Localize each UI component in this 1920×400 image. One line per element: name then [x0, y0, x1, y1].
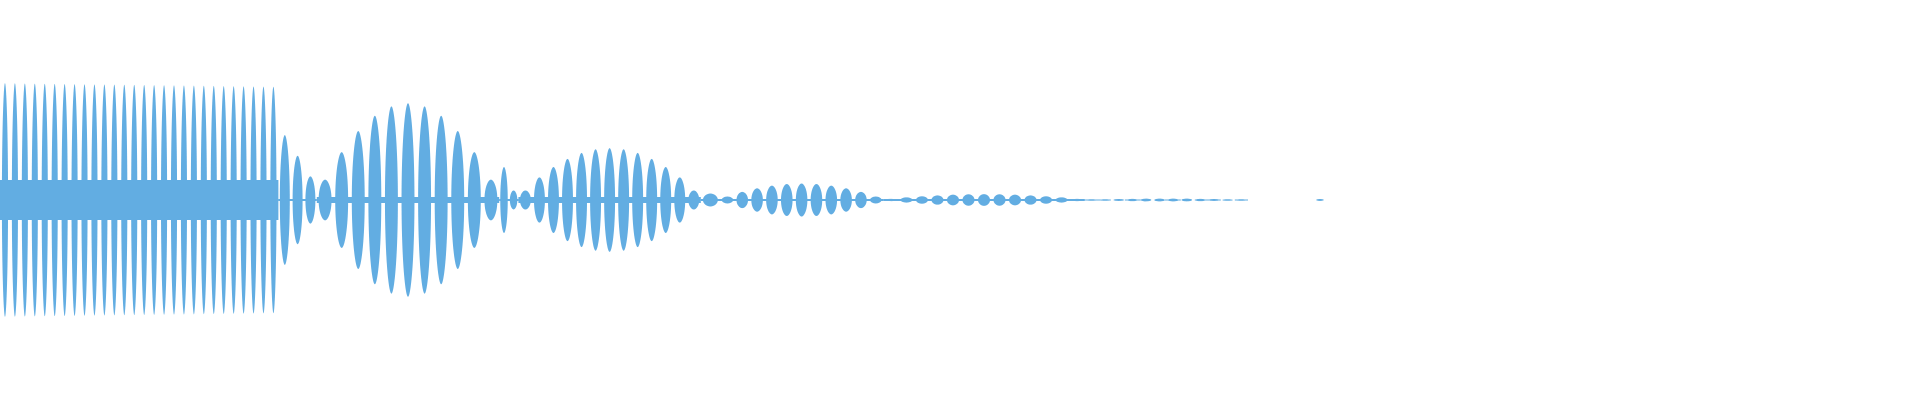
wave-center-band	[883, 199, 1085, 201]
wave-center-band	[518, 197, 701, 203]
wave-lobe	[1316, 199, 1324, 201]
wave-center-band	[700, 199, 720, 201]
wave-center-band	[720, 199, 884, 201]
wave-lobe	[1127, 198, 1138, 202]
wave-center-band	[316, 197, 500, 203]
wave-center-band	[278, 199, 317, 201]
wave-center-band	[0, 180, 279, 220]
waveform-fill	[0, 83, 1324, 317]
wave-center-band	[499, 199, 519, 201]
wave-lobe	[1167, 198, 1179, 202]
